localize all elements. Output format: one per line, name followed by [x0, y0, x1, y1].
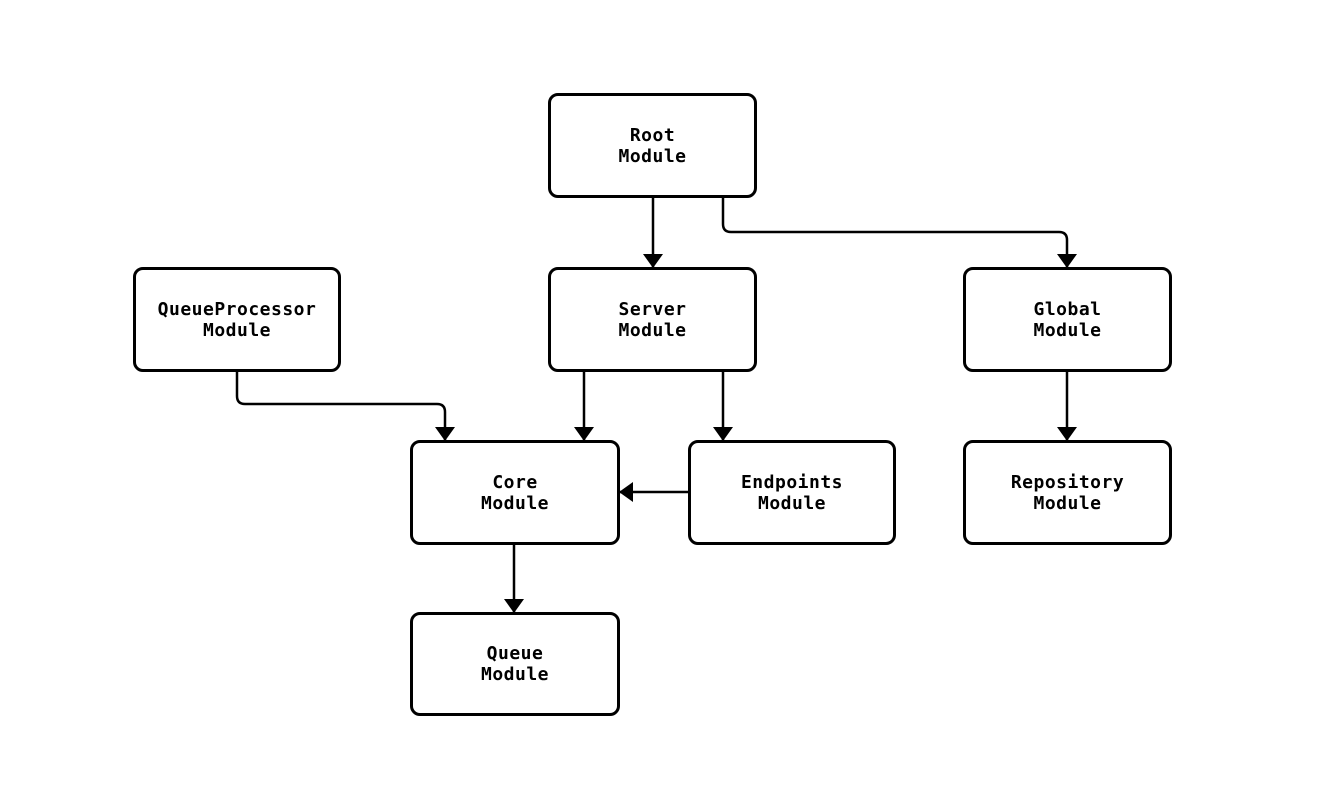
node-label-line: Root [629, 124, 676, 146]
node-label-line: QueueProcessor [157, 298, 317, 320]
node-label-line: Module [480, 492, 550, 514]
node-label-line: Module [757, 492, 827, 514]
node-label-line: Module [202, 319, 272, 341]
node-label-line: Module [618, 319, 687, 341]
node-label-line: Module [480, 664, 550, 685]
node-label-line: Module [1033, 319, 1102, 341]
node-label-line: Global [1033, 298, 1102, 320]
node-label-line: Endpoints [740, 471, 844, 493]
edge-queueprocessor-to-core [235, 372, 455, 441]
node-label-line: Core [492, 471, 538, 493]
node-label-line: Module [1033, 492, 1102, 514]
node-label-line: Server [618, 298, 687, 320]
node-label-line: Module [618, 145, 687, 167]
node-label-line: Queue [486, 643, 544, 664]
node-label-line: Repository [1010, 471, 1125, 493]
edge-root-to-global [721, 198, 1077, 268]
